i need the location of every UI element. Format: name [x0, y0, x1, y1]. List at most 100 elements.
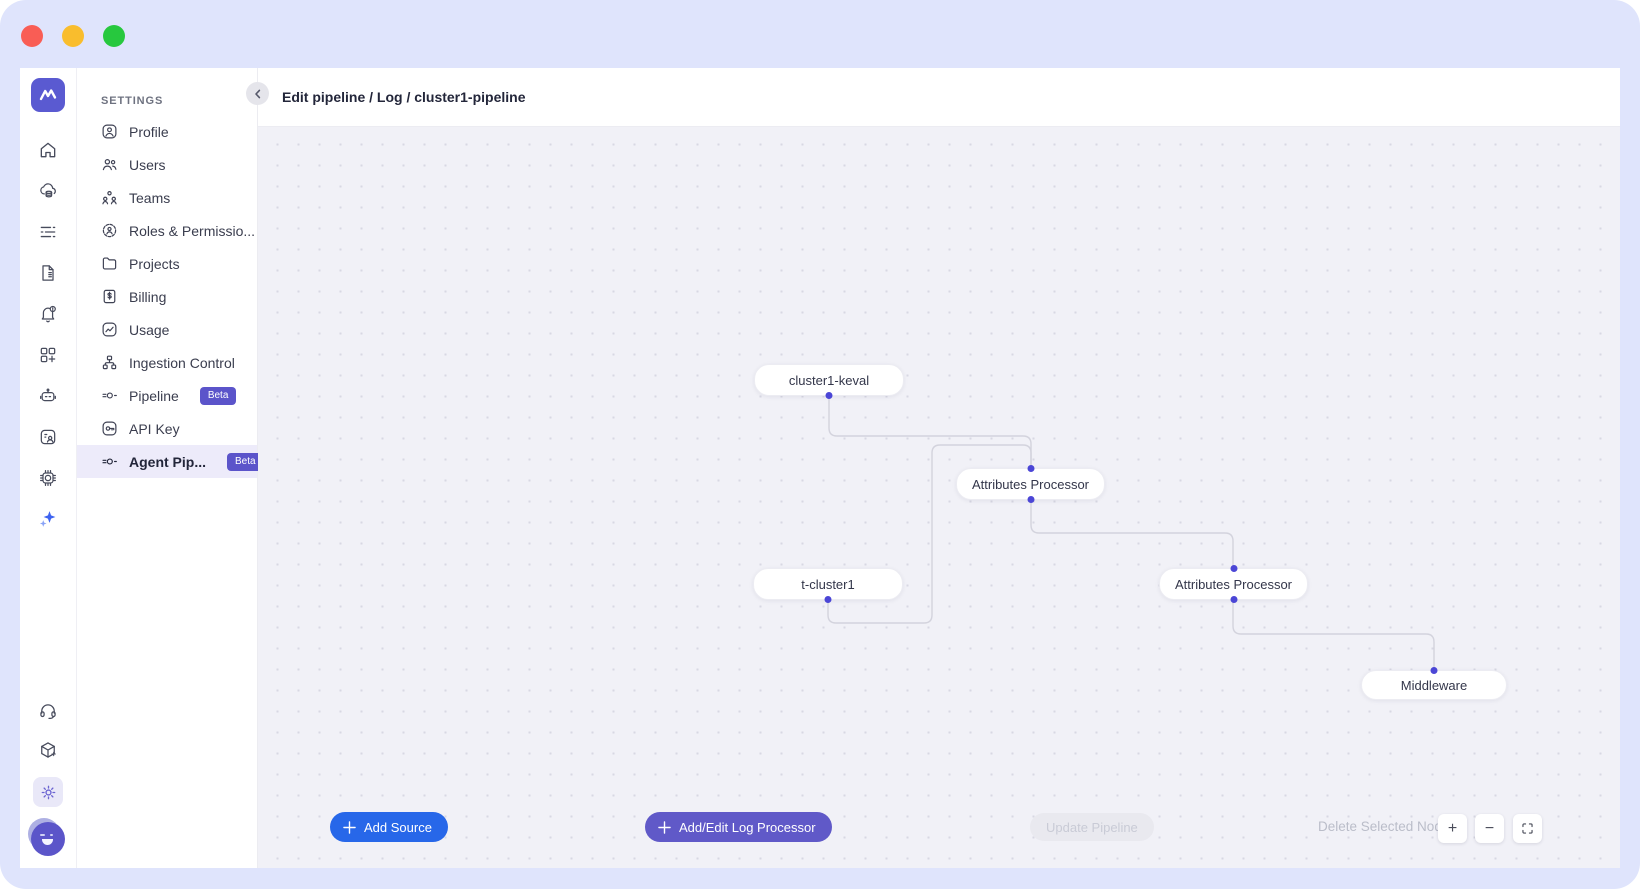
settings-title: SETTINGS — [101, 95, 164, 107]
settings-sidebar: SETTINGS Profile Users Teams Roles & Per… — [77, 68, 264, 868]
edge-tcluster1-attributes[interactable] — [827, 444, 1032, 624]
rail-item-settings[interactable] — [33, 777, 63, 807]
rail-item-support[interactable] — [36, 699, 60, 723]
sidebar-item-label: Roles & Permissio... — [129, 222, 256, 239]
plus-icon — [343, 820, 356, 834]
sidebar-item-label: Pipeline — [129, 387, 179, 404]
rail-item-bot[interactable] — [36, 384, 60, 408]
sidebar-item-roles-permissions[interactable]: Roles & Permissio... — [77, 214, 257, 247]
session-replay-icon — [40, 429, 56, 445]
fit-view-icon — [1522, 823, 1533, 834]
node-label: Attributes Processor — [971, 476, 1090, 492]
rail-item-alerts[interactable] — [36, 302, 60, 326]
node-attributes-processor-2[interactable]: Attributes Processor — [1159, 565, 1308, 603]
node-handle-target[interactable] — [1430, 667, 1438, 674]
node-handle-source[interactable] — [1027, 496, 1034, 503]
node-handle-source[interactable] — [1230, 596, 1237, 603]
zoom-out-button[interactable]: − — [1475, 814, 1504, 843]
rail-item-infrastructure[interactable] — [36, 179, 60, 203]
rail-item-session-replay[interactable] — [36, 425, 60, 449]
update-pipeline-button[interactable]: Update Pipeline — [1030, 813, 1154, 841]
sidebar-item-api-key[interactable]: API Key — [77, 412, 257, 445]
sidebar-item-users[interactable]: Users — [77, 148, 257, 181]
zoom-out-label: − — [1484, 819, 1495, 837]
app-window: SETTINGS Profile Users Teams Roles & Per… — [20, 68, 1620, 868]
node-handle-source[interactable] — [824, 596, 832, 603]
teams-icon — [102, 191, 117, 205]
node-middleware[interactable]: Middleware — [1361, 667, 1507, 700]
edge-attributes-middleware[interactable] — [1232, 600, 1435, 670]
middleware-logo[interactable] — [31, 78, 65, 112]
sidebar-item-label: Agent Pip... — [129, 453, 206, 470]
user-avatar[interactable] — [28, 818, 65, 856]
billing-icon — [103, 289, 116, 304]
add-edit-log-processor-label: Add/Edit Log Processor — [679, 819, 816, 835]
home-icon — [40, 142, 56, 158]
dashboard-add-icon — [40, 347, 56, 363]
package-add-icon — [41, 742, 56, 758]
logo-zigzag-icon — [39, 89, 57, 101]
chevron-left-icon — [254, 89, 260, 98]
settings-gear-icon — [41, 785, 55, 799]
rail-item-ai[interactable] — [36, 507, 60, 531]
maximize-window-button[interactable] — [103, 25, 125, 47]
sidebar-item-agent-pipeline[interactable]: Agent Pip... Beta — [77, 445, 264, 478]
beta-badge: Beta — [199, 386, 237, 405]
rail-item-home[interactable] — [36, 138, 60, 162]
rail-item-install[interactable] — [36, 738, 60, 762]
zoom-in-button[interactable]: + — [1438, 814, 1467, 843]
pipeline-edges — [827, 396, 1435, 670]
window-controls — [21, 25, 125, 47]
breadcrumb: Edit pipeline / Log / cluster1-pipeline — [282, 89, 526, 105]
rail-item-logs[interactable] — [36, 220, 60, 244]
rail-item-dashboards[interactable] — [36, 343, 60, 367]
back-button[interactable] — [246, 82, 269, 105]
sidebar-item-projects[interactable]: Projects — [77, 247, 257, 280]
alert-bell-icon — [41, 305, 56, 323]
sidebar-item-label: Billing — [129, 288, 167, 305]
sidebar-item-ingestion-control[interactable]: Ingestion Control — [77, 346, 257, 379]
rail-item-system[interactable] — [36, 466, 60, 490]
api-key-icon — [102, 421, 117, 436]
node-label: t-cluster1 — [801, 576, 855, 592]
sidebar-item-profile[interactable]: Profile — [77, 115, 257, 148]
add-edit-log-processor-button[interactable]: Add/Edit Log Processor — [645, 812, 832, 842]
sidebar-item-usage[interactable]: Usage — [77, 313, 257, 346]
headset-icon — [40, 704, 56, 719]
node-attributes-processor-1[interactable]: Attributes Processor — [956, 465, 1105, 503]
node-cluster1-keval[interactable]: cluster1-keval — [754, 364, 904, 399]
fit-view-button[interactable] — [1513, 814, 1542, 843]
sidebar-item-label: Profile — [129, 123, 169, 140]
sidebar-item-label: Ingestion Control — [129, 354, 235, 371]
zoom-in-label: + — [1447, 819, 1458, 837]
node-handle-target[interactable] — [1027, 465, 1034, 472]
sidebar-item-billing[interactable]: Billing — [77, 280, 257, 313]
rail-top-group — [36, 138, 60, 531]
roles-permissions-icon — [102, 223, 117, 238]
sidebar-item-label: Projects — [129, 255, 180, 272]
edge-attributes-attributes[interactable] — [1030, 500, 1234, 568]
add-source-label: Add Source — [364, 819, 432, 835]
close-window-button[interactable] — [21, 25, 43, 47]
beta-badge: Beta — [227, 452, 264, 471]
bot-icon — [40, 388, 56, 402]
rail-bottom-group — [28, 699, 65, 856]
users-icon — [102, 159, 117, 171]
edge-cluster1keval-attributes[interactable] — [828, 396, 1032, 468]
projects-icon — [102, 257, 117, 270]
pipeline-canvas[interactable]: cluster1-keval Attributes Processor t-cl… — [258, 127, 1620, 868]
node-handle-source[interactable] — [825, 392, 833, 399]
delete-selected-node-button[interactable]: Delete Selected Node — [1318, 819, 1450, 834]
ai-sparkle-icon — [39, 511, 56, 527]
sidebar-item-teams[interactable]: Teams — [77, 181, 257, 214]
node-t-cluster1[interactable]: t-cluster1 — [753, 568, 903, 603]
node-handle-target[interactable] — [1230, 565, 1237, 572]
rail-item-traces[interactable] — [36, 261, 60, 285]
add-source-button[interactable]: Add Source — [330, 812, 448, 842]
minimize-window-button[interactable] — [62, 25, 84, 47]
plus-icon — [658, 820, 671, 834]
sidebar-item-pipeline[interactable]: Pipeline Beta — [77, 379, 257, 412]
main-area: Edit pipeline / Log / cluster1-pipeline … — [246, 68, 1620, 868]
usage-icon — [102, 322, 117, 337]
